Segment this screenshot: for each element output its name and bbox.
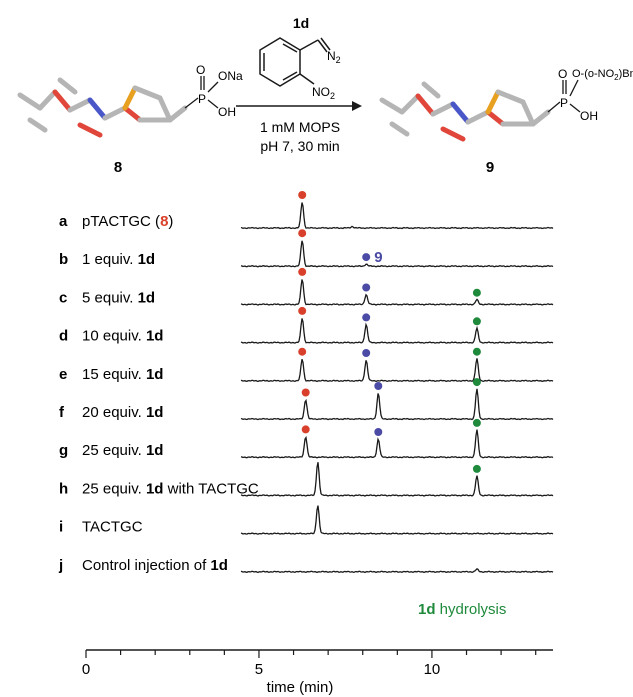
reagent-structure <box>259 37 331 87</box>
start-phosphonate: P O ONa OH <box>184 63 243 119</box>
reagent-diazo-group: N2 <box>327 49 341 65</box>
peak-marker-blue <box>362 283 371 292</box>
start-ona-group: ONa <box>218 69 243 83</box>
peak-marker-green <box>472 288 481 297</box>
tick-label: 10 <box>424 661 441 678</box>
trace-line <box>240 279 554 306</box>
trace-label: TACTGC <box>82 519 143 536</box>
trace-letter: i <box>59 519 63 536</box>
peak-marker-red <box>298 347 307 356</box>
trace-label: 15 equiv. 1d <box>82 366 163 383</box>
hydrolysis-label: 1d hydrolysis <box>418 601 506 618</box>
peak-marker-blue <box>362 313 371 322</box>
conditions-ph-time: pH 7, 30 min <box>260 138 339 154</box>
trace-letter: e <box>59 366 67 383</box>
product-p-atom: P <box>560 96 568 110</box>
reaction-scheme: P O ONa OH 8 1d N2 NO2 1 mM <box>17 15 633 176</box>
trace-line <box>240 358 554 383</box>
trace-label: 5 equiv. 1d <box>82 289 155 306</box>
trace-letter: h <box>59 480 68 497</box>
product-ester-group: O-(o-NO2)Bn <box>572 68 633 82</box>
peak-marker-red <box>298 306 307 315</box>
start-p-atom: P <box>198 92 206 106</box>
hydrolysis-label-text: hydrolysis <box>436 601 507 618</box>
tick-label: 5 <box>255 661 263 678</box>
reagent-nitro-group: NO2 <box>312 85 335 101</box>
peak-marker-red <box>298 267 307 276</box>
trace-label: 1 equiv. 1d <box>82 251 155 268</box>
trace-h: h 25 equiv. 1d with TACTGC <box>59 462 554 497</box>
start-o-atom: O <box>196 63 205 77</box>
peak-marker-blue <box>374 428 383 436</box>
x-axis-label: time (min) <box>267 679 334 696</box>
trace-letter: c <box>59 289 67 306</box>
trace-line <box>240 462 554 497</box>
trace-letter: b <box>59 251 68 268</box>
trace-b-product-label: 9 <box>374 249 382 266</box>
trace-label: pTACTGC (8) <box>82 213 173 230</box>
trace-letter: g <box>59 442 68 459</box>
chromatogram-traces: a pTACTGC (8) b 1 equiv. 1d c 5 equiv. 1d d 10 … <box>58 191 554 574</box>
peak-marker-green <box>472 418 481 427</box>
hydrolysis-label-bold: 1d <box>418 601 436 618</box>
product-o-atom: O <box>558 67 567 81</box>
trace-letter: d <box>59 328 68 345</box>
peak-marker-green <box>472 317 481 326</box>
trace-e: e 15 equiv. 1d <box>59 347 554 383</box>
trace-b: b 1 equiv. 1d <box>59 229 554 268</box>
start-compound-number: 8 <box>114 159 122 176</box>
peak-marker-blue <box>362 349 371 357</box>
reagent-label: 1d <box>293 15 309 31</box>
trace-line <box>240 388 554 421</box>
trace-letter: f <box>59 404 65 421</box>
trace-label: 20 equiv. 1d <box>82 404 163 421</box>
start-molecule-model <box>17 77 188 138</box>
product-phosphonate: P O O-(o-NO2)Bn OH <box>547 67 633 123</box>
trace-line <box>240 240 554 268</box>
peak-marker-red <box>298 191 307 199</box>
product-oh-group: OH <box>580 109 598 123</box>
peak-marker-red <box>301 388 310 397</box>
trace-line <box>240 567 554 574</box>
peak-marker-red <box>301 425 310 434</box>
trace-label: Control injection of 1d <box>82 557 228 574</box>
peak-marker-blue <box>374 382 383 390</box>
trace-line <box>240 429 554 459</box>
trace-letter: a <box>59 213 68 230</box>
conditions-buffer: 1 mM MOPS <box>260 119 340 135</box>
start-oh-group: OH <box>218 105 236 119</box>
trace-line <box>240 202 554 230</box>
trace-line <box>240 505 554 535</box>
trace-i: i TACTGC <box>59 505 554 536</box>
trace-j: j Control injection of 1d <box>58 557 554 574</box>
trace-label: 10 equiv. 1d <box>82 328 163 345</box>
trace-label: 25 equiv. 1d <box>82 442 163 459</box>
peak-marker-green <box>472 378 481 387</box>
trace-c: c 5 equiv. 1d <box>59 267 554 306</box>
time-axis: 0 5 10 <box>82 649 553 678</box>
product-molecule-model <box>379 81 551 142</box>
tick-label: 0 <box>82 661 90 678</box>
reaction-arrow <box>236 101 362 111</box>
product-compound-number: 9 <box>486 159 494 176</box>
peak-marker-green <box>472 347 481 356</box>
peak-marker-green <box>472 464 481 473</box>
trace-g: g 25 equiv. 1d <box>59 418 554 459</box>
trace-line <box>240 318 554 344</box>
peak-marker-blue <box>362 253 371 262</box>
trace-label: 25 equiv. 1d with TACTGC <box>82 480 259 497</box>
trace-f: f 20 equiv. 1d <box>59 378 554 421</box>
peak-marker-red <box>298 229 307 238</box>
trace-letter: j <box>58 557 63 574</box>
trace-d: d 10 equiv. 1d <box>59 306 554 345</box>
trace-a: a pTACTGC (8) <box>59 191 554 230</box>
